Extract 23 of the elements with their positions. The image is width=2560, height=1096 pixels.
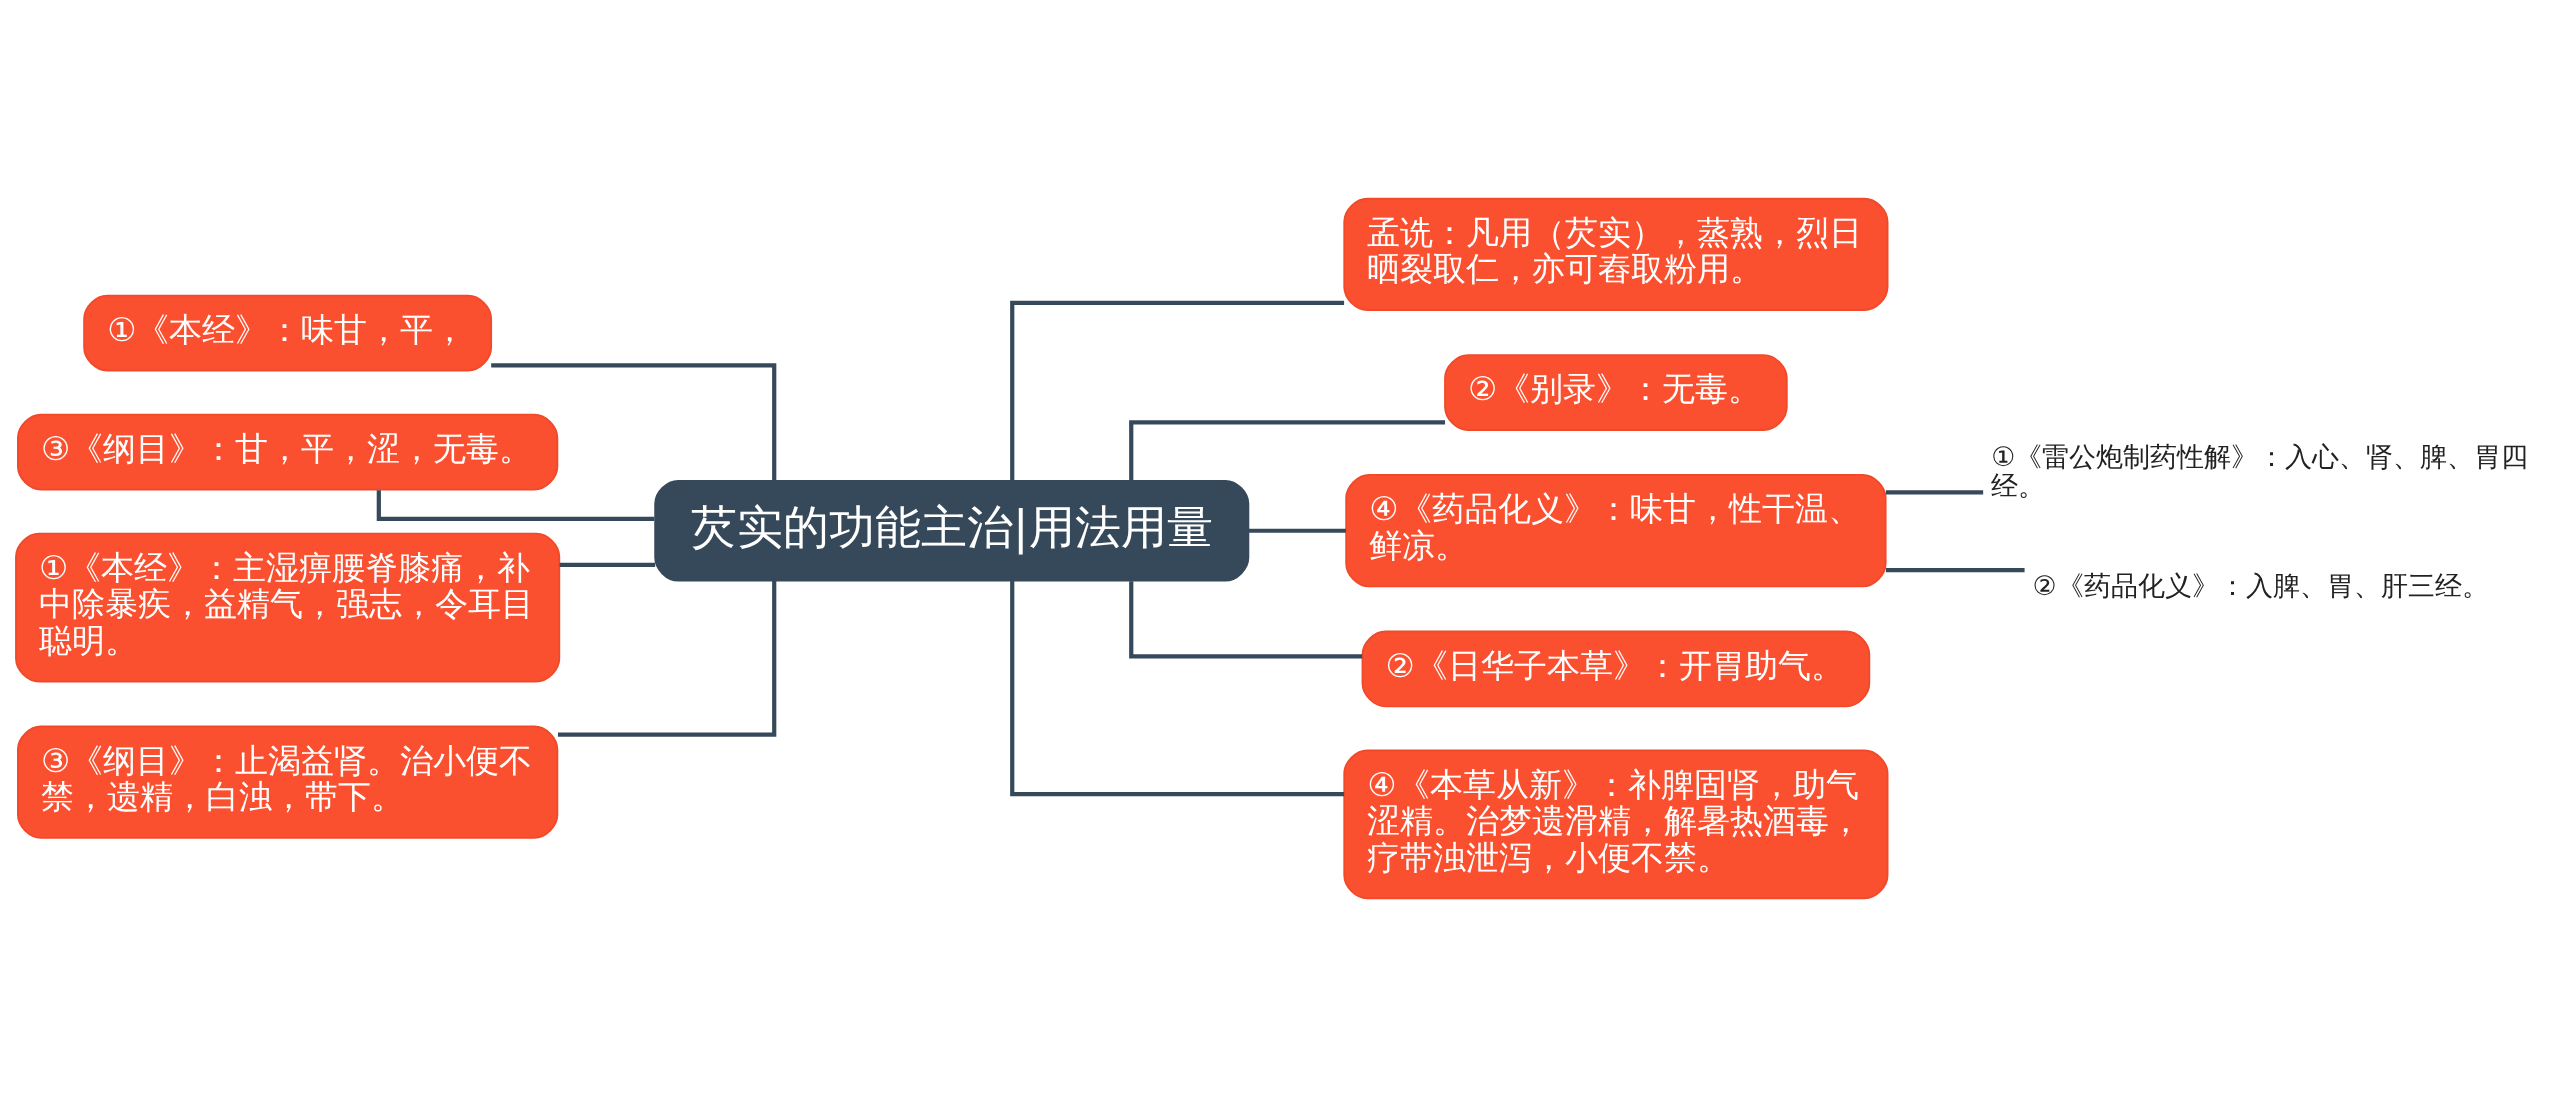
connector — [1248, 528, 1346, 533]
connector — [1129, 580, 1363, 659]
connector — [559, 562, 656, 567]
connector — [1129, 419, 1446, 480]
node-box: ②《日华子本草》：开胃助气。 — [1361, 630, 1871, 707]
connector — [1010, 300, 1345, 481]
connector — [1010, 580, 1345, 796]
node-text: ②《药品化义》：入脾、胃、肝三经。 — [2032, 569, 2489, 601]
connector — [1885, 489, 1984, 494]
node-box: 芡实的功能主治|用法用量 — [654, 479, 1250, 582]
node-box: ④《药品化义》：味甘，性干温、鲜凉。 — [1345, 473, 1887, 587]
connector — [557, 580, 777, 737]
connector — [491, 362, 777, 480]
node-box: ①《本经》：主湿痹腰脊膝痛，补中除暴疾，益精气，强志，令耳目聪明。 — [15, 532, 561, 682]
node-box: ③《纲目》：止渴益肾。治小便不禁，遗精，白浊，带下。 — [17, 725, 559, 839]
node-box: 孟诜：凡用（芡实），蒸熟，烈日晒裂取仁，亦可舂取粉用。 — [1343, 197, 1889, 311]
node-box: ④《本草从新》：补脾固肾，助气涩精。治梦遗滑精，解暑热酒毒，疗带浊泄泻，小便不禁。 — [1343, 749, 1889, 899]
connector — [376, 489, 655, 521]
node-box: ②《别录》：无毒。 — [1444, 353, 1788, 431]
node-box: ③《纲目》：甘，平，涩，无毒。 — [17, 413, 559, 490]
connector — [1885, 567, 2025, 572]
node-box: ①《本经》：味甘，平， — [83, 294, 493, 371]
node-text: ①《雷公炮制药性解》：入心、肾、脾、胃四经。 — [1991, 440, 2529, 501]
